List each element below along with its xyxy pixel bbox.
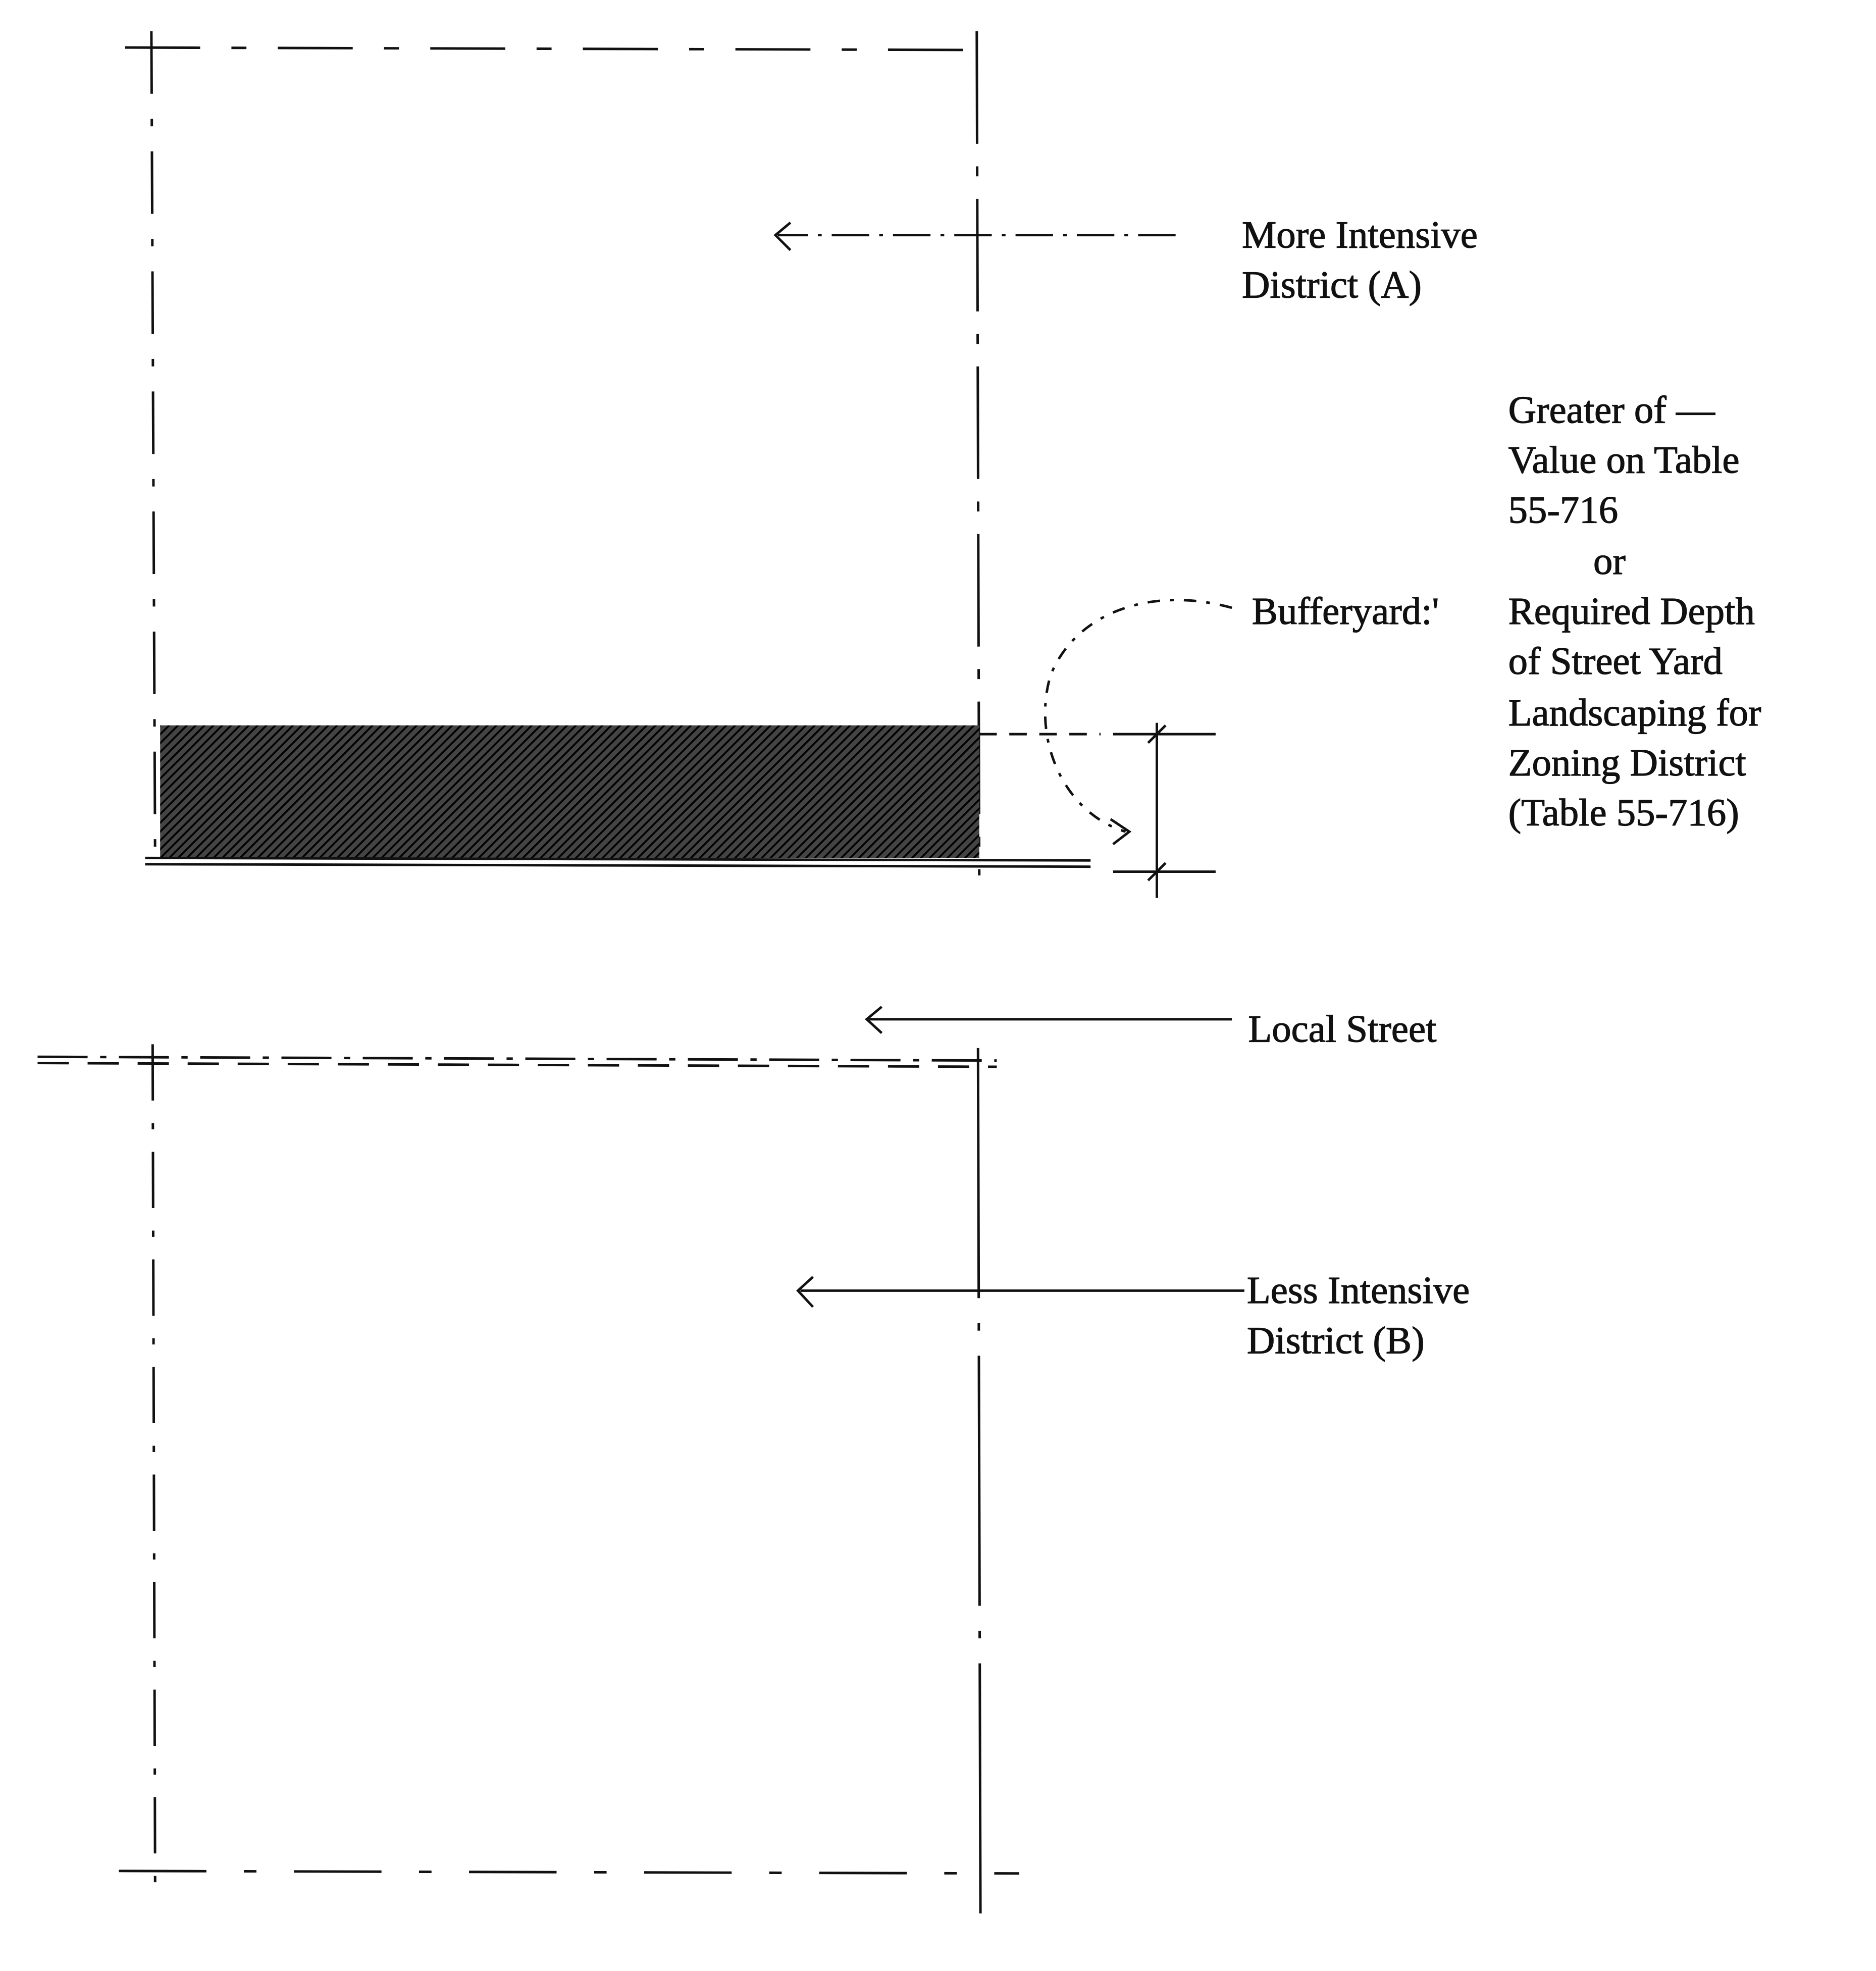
street-line bbox=[145, 856, 1091, 862]
bufferyard-strip bbox=[160, 725, 979, 858]
district-b-parcel bbox=[37, 1044, 1020, 1933]
more-intensive-arrow-icon bbox=[773, 222, 1176, 251]
bufferyard-dimension bbox=[1113, 722, 1216, 898]
bufferyard-arrow-icon bbox=[1044, 599, 1232, 846]
label-more-intensive: More Intensive District (A) bbox=[1242, 213, 1487, 306]
label-bufferyard: Bufferyard:' bbox=[1252, 590, 1439, 633]
local-street-arrow-icon bbox=[865, 1006, 1232, 1034]
label-bufferyard-rule: Greater of — Value on Table 55-716 or Re… bbox=[1508, 388, 1771, 834]
label-local-street: Local Street bbox=[1248, 1007, 1436, 1050]
label-less-intensive: Less Intensive District (B) bbox=[1247, 1269, 1480, 1362]
less-intensive-arrow-icon bbox=[796, 1276, 1244, 1308]
